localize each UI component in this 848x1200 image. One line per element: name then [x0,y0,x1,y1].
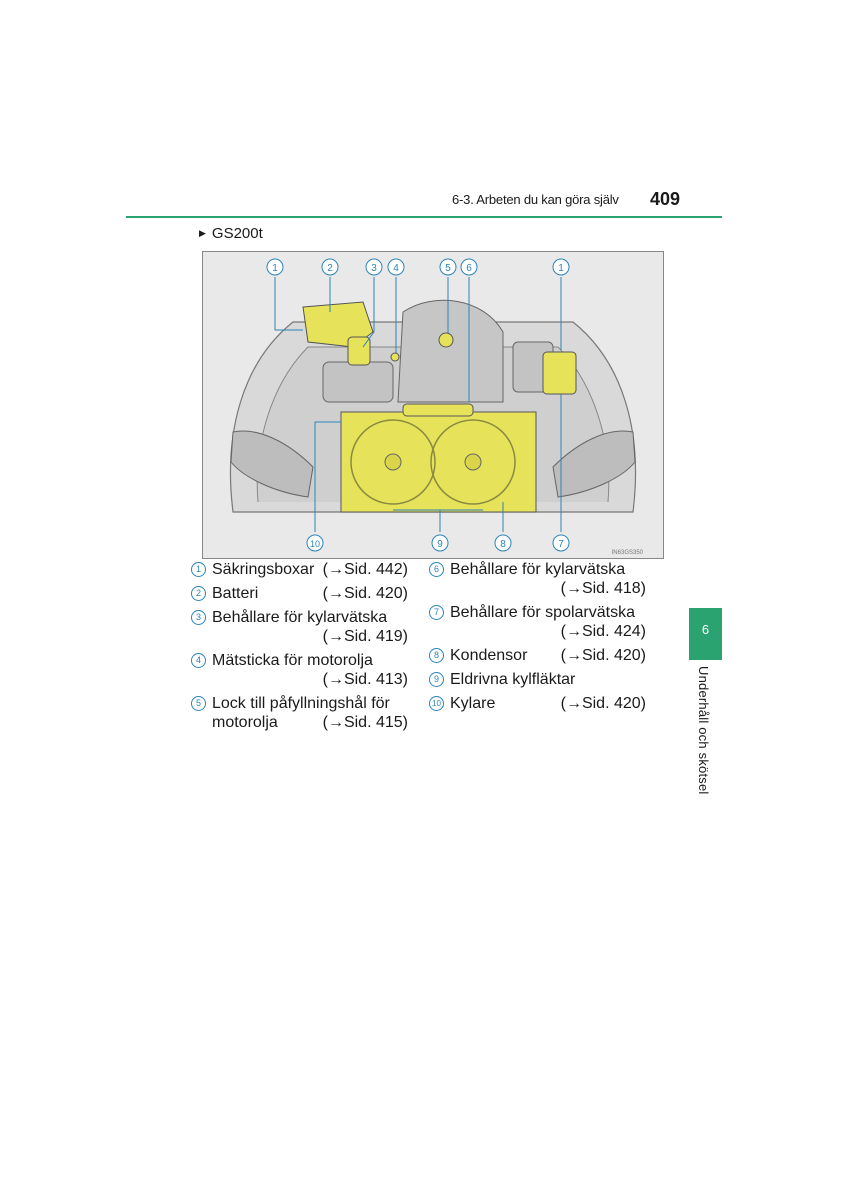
legend-item: 8 Kondensor (→Sid. 420) [429,647,646,666]
legend-item: 5 Lock till påfyllningshål för motorolja (→… [191,695,408,733]
legend-label: Batteri [212,585,259,602]
callout-9: 9 [437,539,443,550]
model-label: ▶ GS200t [199,225,263,242]
legend-item: 10 Kylare (→Sid. 420) [429,695,646,714]
legend-label: Säkringsboxar [212,561,315,578]
legend-page-reference: (→Sid. 419) [322,628,408,645]
callout-4: 4 [393,263,399,274]
legend-item: 1 Säkringsboxar (→Sid. 442) [191,561,408,580]
callout-6: 6 [466,263,472,274]
callout-1-left: 1 [272,263,278,274]
engine-bay-drawing: 1 2 3 4 5 6 1 10 9 8 7 IN63GS350 [203,252,663,558]
legend-number-badge: 6 [429,562,444,577]
legend-label: motorolja [212,714,278,731]
legend-page-reference: (→Sid. 420) [560,695,646,712]
legend-number-badge: 4 [191,653,206,668]
legend-page-reference: (→Sid. 420) [322,585,408,602]
legend-page-reference: (→Sid. 413) [322,671,408,688]
legend-item: 4 Mätsticka för motorolja (→Sid. 413) [191,652,408,690]
legend-label: Mätsticka för motorolja [212,652,373,669]
callout-10: 10 [310,539,320,549]
legend-page-reference: (→Sid. 415) [322,714,408,731]
legend-page-reference: (→Sid. 418) [560,580,646,597]
image-code: IN63GS350 [612,550,644,556]
chapter-tab: 6 [689,608,722,660]
legend-number-badge: 8 [429,648,444,663]
legend-label: Kondensor [450,647,528,664]
chapter-title: Underhåll och skötsel [696,666,711,795]
legend-label: Behållare för kylarvätska [450,561,626,578]
legend-label: Lock till påfyllningshål för [212,695,390,712]
page-number: 409 [650,189,681,209]
legend-item: 2 Batteri (→Sid. 420) [191,585,408,604]
legend-item: 7 Behållare för spolarvätska (→Sid. 424) [429,604,646,642]
legend-number-badge: 7 [429,605,444,620]
legend-number-badge: 3 [191,610,206,625]
legend-page-reference: (→Sid. 420) [560,647,646,664]
callout-3: 3 [371,263,377,274]
header-divider [126,216,722,218]
legend-page-reference: (→Sid. 442) [322,561,408,578]
engine-bay-illustration: 1 2 3 4 5 6 1 10 9 8 7 IN63GS350 [202,251,664,559]
callout-1-right: 1 [558,263,564,274]
legend-item: 6 Behållare för kylarvätska (→Sid. 418) [429,561,646,599]
legend-number-badge: 1 [191,562,206,577]
triangle-marker-icon: ▶ [199,228,206,238]
legend-number-badge: 2 [191,586,206,601]
legend-label: Behållare för kylarvätska [212,609,388,626]
callout-8: 8 [500,539,506,550]
legend-label: Kylare [450,695,496,712]
legend-page-reference: (→Sid. 424) [560,623,646,640]
legend-number-badge: 10 [429,696,444,711]
callout-2: 2 [327,263,333,274]
legend-item: 9 Eldrivna kylfläktar [429,671,646,690]
callout-7: 7 [558,539,564,550]
callout-5: 5 [445,263,451,274]
legend-item: 3 Behållare för kylarvätska (→Sid. 419) [191,609,408,647]
legend-number-badge: 9 [429,672,444,687]
section-title: 6-3. Arbeten du kan göra själv [452,192,619,207]
legend-label: Behållare för spolarvätska [450,604,635,621]
model-name: GS200t [211,225,263,242]
legend-number-badge: 5 [191,696,206,711]
legend-label: Eldrivna kylfläktar [450,671,576,688]
